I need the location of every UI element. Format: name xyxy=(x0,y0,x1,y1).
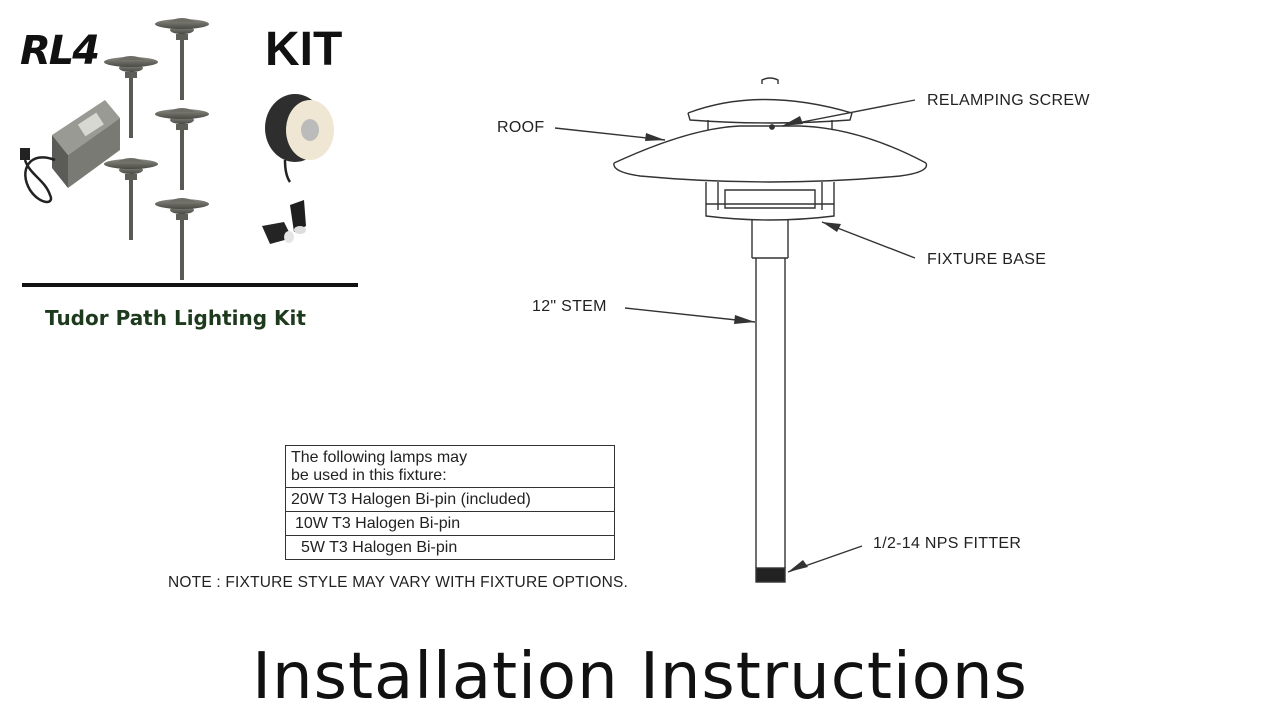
callout-roof: ROOF xyxy=(497,119,545,136)
lamp-table-row: 10W T3 Halogen Bi-pin xyxy=(286,511,614,535)
path-light-icon xyxy=(104,158,158,240)
lamp-table-row: The following lamps may xyxy=(291,449,468,466)
path-light-icon xyxy=(155,108,209,190)
path-light-icon xyxy=(155,18,209,100)
lamp-table-row: be used in this fixture: xyxy=(291,467,447,484)
lamp-table-row: 20W T3 Halogen Bi-pin (included) xyxy=(286,487,614,511)
fixture-note: NOTE : FIXTURE STYLE MAY VARY WITH FIXTU… xyxy=(168,574,629,591)
page-title: Installation Instructions xyxy=(252,640,1028,714)
transformer-icon xyxy=(20,100,120,204)
callout-stem: 12" STEM xyxy=(532,298,607,315)
lamp-table: The following lamps may be used in this … xyxy=(285,445,615,560)
kit-divider xyxy=(22,283,358,287)
cable-spool-icon xyxy=(265,94,334,183)
wire-nut-icon xyxy=(262,200,306,244)
kit-name: Tudor Path Lighting Kit xyxy=(45,306,306,330)
callout-fixture-base: FIXTURE BASE xyxy=(927,251,1047,268)
lamp-table-row: 5W T3 Halogen Bi-pin xyxy=(286,535,614,559)
callout-fitter: 1/2-14 NPS FITTER xyxy=(873,535,1022,552)
brand-logo: RL4 xyxy=(20,28,100,74)
callout-relamping-screw: RELAMPING SCREW xyxy=(927,92,1090,109)
kit-title: KIT xyxy=(265,23,343,76)
path-light-icon xyxy=(155,198,209,280)
